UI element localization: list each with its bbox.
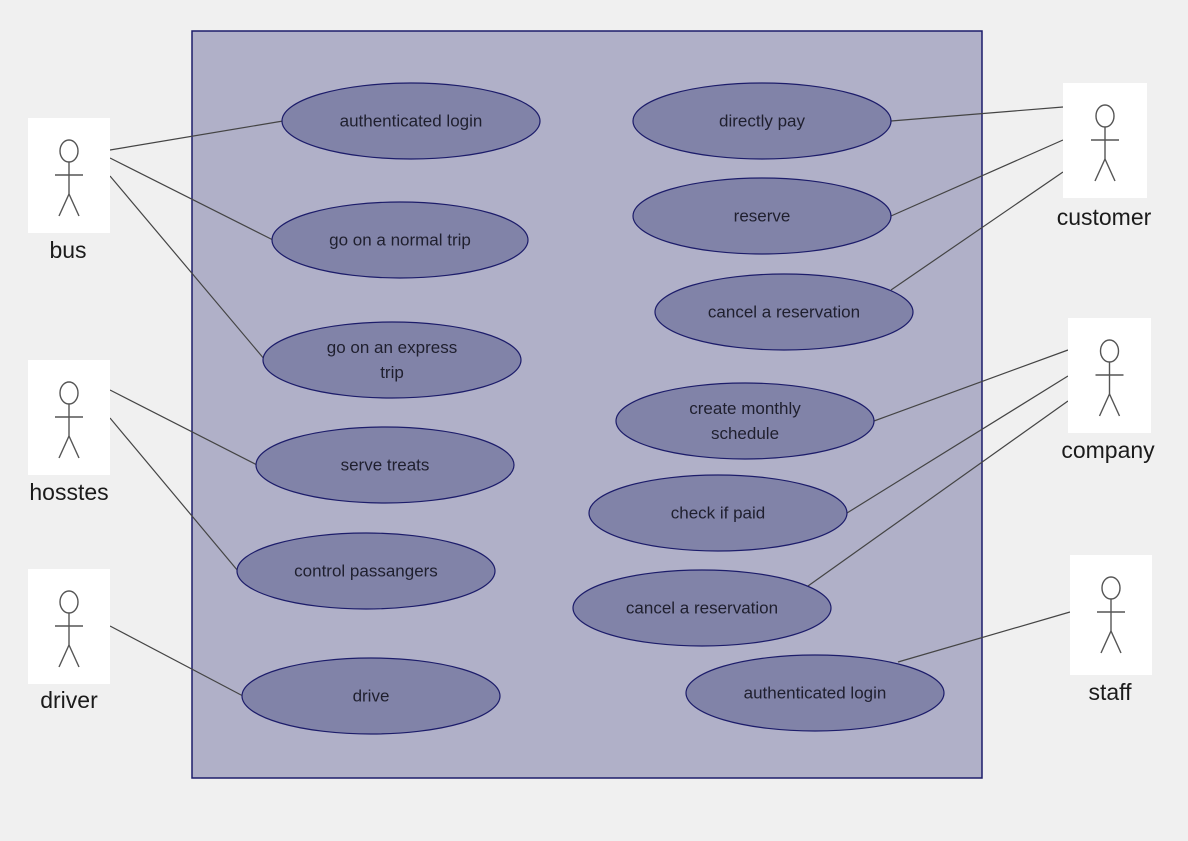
use-case-uc12[interactable]: cancel a reservation	[572, 569, 832, 647]
actor-label: staff	[1088, 679, 1132, 705]
actor-label: customer	[1057, 204, 1152, 230]
use-case-uc7[interactable]: directly pay	[632, 82, 892, 160]
use-case-label: go on a normal trip	[329, 231, 471, 250]
use-case-label: cancel a reservation	[626, 599, 778, 618]
use-case-uc3[interactable]: go on an express trip	[262, 321, 522, 399]
associations	[109, 106, 1071, 697]
use-case-ellipse	[588, 474, 848, 552]
use-case-ellipse	[236, 532, 496, 610]
use-case-label: authenticated login	[744, 684, 887, 703]
actor-company[interactable]: company	[1061, 318, 1155, 463]
use-case-ellipse	[632, 82, 892, 160]
use-case-uc11[interactable]: check if paid	[588, 474, 848, 552]
use-case-ellipse	[654, 273, 914, 351]
actor-hosstes[interactable]: hosstes	[28, 360, 110, 505]
use-case-ellipse	[281, 82, 541, 160]
use-case-ellipse	[615, 382, 875, 460]
use-case-uc5[interactable]: control passangers	[236, 532, 496, 610]
use-case-ellipse	[271, 201, 529, 279]
association-bus-uc3	[109, 175, 266, 361]
use-case-label: cancel a reservation	[708, 303, 860, 322]
association-bus-uc1	[109, 120, 284, 151]
use-case-uc10[interactable]: create monthly schedule	[615, 382, 875, 460]
actor-label: company	[1061, 437, 1155, 463]
association-bus-uc2	[109, 157, 274, 241]
association-customer-uc9	[890, 171, 1064, 291]
use-case-uc2[interactable]: go on a normal trip	[271, 201, 529, 279]
use-cases: authenticated login go on a normal trip go…	[236, 82, 945, 735]
actor-customer[interactable]: customer	[1057, 83, 1152, 230]
actor-label: bus	[49, 237, 86, 263]
use-case-uc9[interactable]: cancel a reservation	[654, 273, 914, 351]
actor-label: driver	[40, 687, 98, 713]
actor-staff[interactable]: staff	[1070, 555, 1152, 705]
use-case-uc13[interactable]: authenticated login	[685, 654, 945, 732]
use-case-label: control passangers	[294, 562, 438, 581]
actor-driver[interactable]: driver	[28, 569, 110, 713]
use-case-label: check if paid	[671, 504, 766, 523]
use-case-label: go on an express	[327, 338, 457, 357]
use-case-label: serve treats	[341, 456, 430, 475]
association-company-uc11	[846, 375, 1069, 514]
use-case-ellipse	[255, 426, 515, 504]
use-case-label: trip	[380, 363, 404, 382]
association-driver-uc6	[109, 625, 244, 697]
use-case-ellipse	[572, 569, 832, 647]
use-case-label: directly pay	[719, 112, 805, 131]
use-case-label: drive	[353, 687, 390, 706]
association-hosstes-uc5	[109, 417, 239, 572]
use-case-uc8[interactable]: reserve	[632, 177, 892, 255]
stick-figure-icon	[55, 139, 83, 217]
use-case-ellipse	[241, 657, 501, 735]
use-case-ellipse	[632, 177, 892, 255]
use-case-ellipse	[262, 321, 522, 399]
use-case-uc6[interactable]: drive	[241, 657, 501, 735]
association-customer-uc8	[890, 139, 1064, 217]
association-company-uc12	[807, 400, 1069, 587]
association-hosstes-uc4	[109, 389, 258, 466]
use-case-uc1[interactable]: authenticated login	[281, 82, 541, 160]
use-case-label: schedule	[711, 424, 779, 443]
association-staff-uc13	[897, 611, 1071, 663]
use-case-ellipse	[685, 654, 945, 732]
association-company-uc10	[873, 349, 1069, 422]
use-case-label: authenticated login	[340, 112, 483, 131]
stick-figure-icon	[1091, 104, 1119, 182]
use-case-label: reserve	[734, 207, 791, 226]
stick-figure-icon	[55, 381, 83, 459]
actor-label: hosstes	[29, 479, 108, 505]
stick-figure-icon	[1095, 339, 1124, 417]
stick-figure-icon	[1097, 576, 1125, 654]
actor-bus[interactable]: bus	[28, 118, 110, 263]
actors: bus hosstes driver customer company staff	[28, 83, 1155, 713]
stick-figure-icon	[55, 590, 83, 668]
use-case-uc4[interactable]: serve treats	[255, 426, 515, 504]
use-case-label: create monthly	[689, 399, 801, 418]
association-customer-uc7	[890, 106, 1064, 122]
